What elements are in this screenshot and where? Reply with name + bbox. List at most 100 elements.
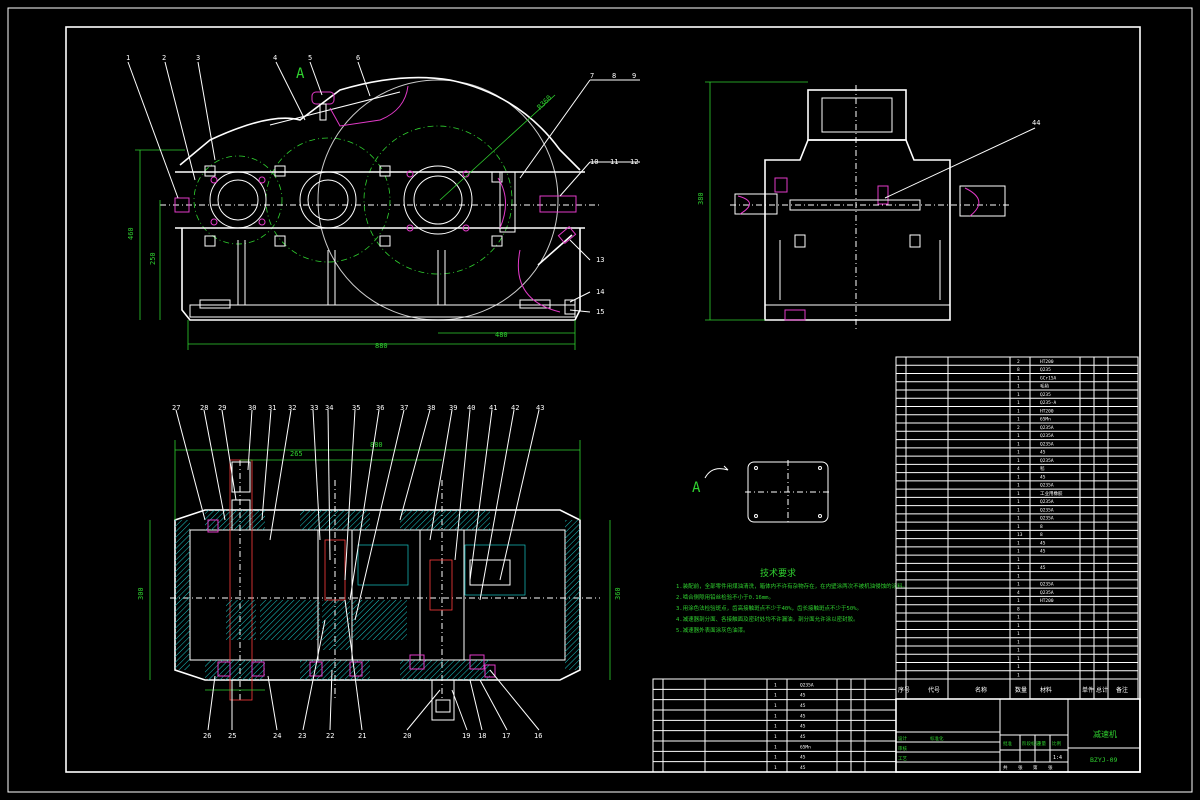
bom-qty: 1 [1017,615,1020,621]
svg-text:380: 380 [697,192,705,205]
bom-qty: 1 [1017,623,1020,629]
bom-qty: 1 [1017,540,1020,546]
side-view: 380 [697,81,1036,330]
bom-qty: 1 [1017,524,1020,530]
callout-27: 27 [172,404,180,412]
bom-qty: 1 [1017,565,1020,571]
bom-material: Q235A [1040,499,1054,505]
callout-41: 41 [489,404,497,412]
bom-material: Q235-A [1040,400,1057,406]
bom-qty: 1 [1017,582,1020,588]
bom-row: 1 [1017,664,1020,670]
bom-qty: 1 [1017,507,1020,513]
title-block [895,698,1141,773]
bom-qty: 4 [1017,590,1020,596]
bom-material: 毡 [1040,465,1045,472]
callout-8: 8 [612,72,616,80]
svg-text:880: 880 [375,342,388,350]
bom-material: 毛毡 [1040,383,1049,390]
callout-18: 18 [478,732,486,740]
callout-11: 11 [610,158,618,166]
callout-19: 19 [462,732,470,740]
bom-qty: 1 [1017,516,1020,522]
callout-15: 15 [596,308,604,316]
bom-qty: 1 [774,744,777,750]
bom-qty: 1 [774,693,777,699]
bom-row: 1 Q235-A [1017,400,1057,406]
bom-qty: 1 [1017,549,1020,555]
sheet-label: 张 [1018,764,1023,771]
callout-22: 22 [326,732,334,740]
title-block-label: 阶段标记 [1022,740,1040,747]
bom-header-cell: 数量 [1015,686,1027,694]
bom-material: Q235A [1040,441,1054,447]
bom-header-cell: 备注 [1116,686,1128,694]
bom-material: HT200 [1040,598,1054,604]
bom-material: 45 [1040,450,1046,456]
tech-note: 4.减速器剖分面、各接触面及密封处均不许漏油，剖分面允许涂以密封胶。 [676,615,859,623]
title-block-label: 比例 [1052,740,1061,747]
bom-material: Q235A [800,682,814,688]
bom-header-cell: 单件 [1082,686,1094,694]
callout-24: 24 [273,732,281,740]
callout-25: 25 [228,732,236,740]
bom-qty: 1 [1017,400,1020,406]
bom-qty: 1 [1017,483,1020,489]
bom-row: 1 Q235A [1017,433,1054,439]
bom-qty: 1 [774,755,777,761]
callout-37: 37 [400,404,408,412]
bom-row: 1 [1017,557,1020,563]
callout-9: 9 [632,72,636,80]
bom-qty: 1 [1017,573,1020,579]
callout-12: 12 [630,158,638,166]
bom-material: 45 [800,703,806,709]
bom-material: 工业用橡胶 [1040,490,1063,497]
title-block-label: 设计 [898,735,907,742]
callout-29: 29 [218,404,226,412]
bom-row: 1 [1017,623,1020,629]
bom-material: Q235A [1040,458,1054,464]
bom-material: 45 [800,724,806,730]
callout-1: 1 [126,54,130,62]
bom-material: 65Mn [1040,417,1051,423]
view-label-a-detail: A [692,480,701,496]
callout-34: 34 [325,404,333,412]
callout-20: 20 [403,732,411,740]
callout-2: 2 [162,54,166,62]
svg-text:R360: R360 [536,94,554,112]
bom-header-cell: 序号 [898,686,910,694]
bom-qty: 1 [1017,491,1020,497]
bom-qty: 1 [1017,458,1020,464]
callout-42: 42 [511,404,519,412]
bom-material: 45 [800,765,806,771]
bom-qty: 1 [1017,639,1020,645]
bom-material: Q235A [1040,433,1054,439]
bom-material: 45 [1040,549,1046,555]
bom-row: 1 45 [774,703,806,709]
bom-row: 1 [1017,573,1020,579]
callout-26: 26 [203,732,211,740]
bom-qty: 1 [774,703,777,709]
bom-material: Q235 [1040,392,1051,398]
bom-material: 45 [1040,565,1046,571]
callout-36: 36 [376,404,384,412]
bom-row: 1 45 [1017,565,1046,571]
bom-qty: 1 [1017,433,1020,439]
callout-14: 14 [596,288,604,296]
bom-qty: 8 [1017,606,1020,612]
svg-text:480: 480 [495,331,508,339]
